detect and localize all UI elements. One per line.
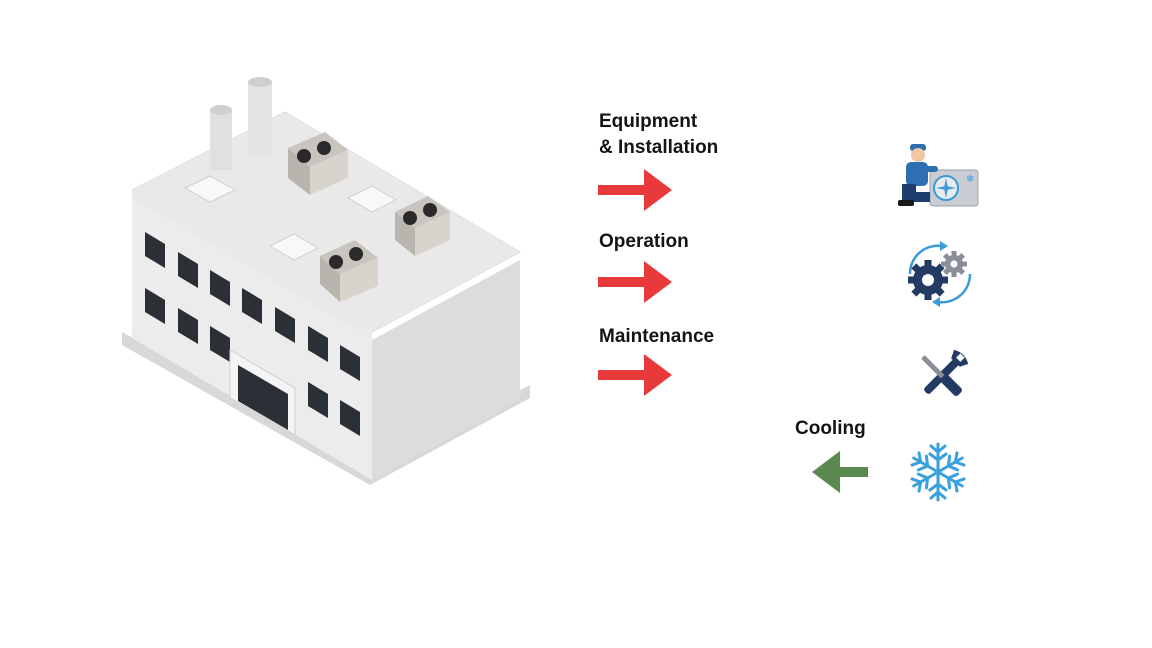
building-with-rooftop-ac-illustration (122, 77, 530, 485)
gears-cycle-icon (908, 241, 972, 307)
equipment-installation-label: Equipment & Installation (599, 109, 718, 161)
rooftop-ac-unit (395, 196, 450, 256)
cooling-arrow (812, 451, 868, 493)
equipment-label-line-1: Equipment (599, 111, 698, 132)
rooftop-ac-unit (320, 240, 378, 302)
operation-arrow (598, 261, 672, 303)
operation-label: Operation (599, 231, 689, 252)
wrench-screwdriver-icon (921, 349, 969, 396)
rooftop-ac-unit (288, 132, 348, 195)
snowflake-icon (908, 442, 968, 502)
equipment-arrow (598, 169, 672, 211)
maintenance-arrow (598, 354, 672, 396)
maintenance-label: Maintenance (599, 326, 715, 347)
technician-servicing-ac-icon: ❄ (898, 144, 979, 207)
equipment-label-line-2: & Installation (599, 137, 719, 158)
svg-text:❄: ❄ (966, 174, 974, 185)
cooling-label: Cooling (795, 418, 866, 439)
